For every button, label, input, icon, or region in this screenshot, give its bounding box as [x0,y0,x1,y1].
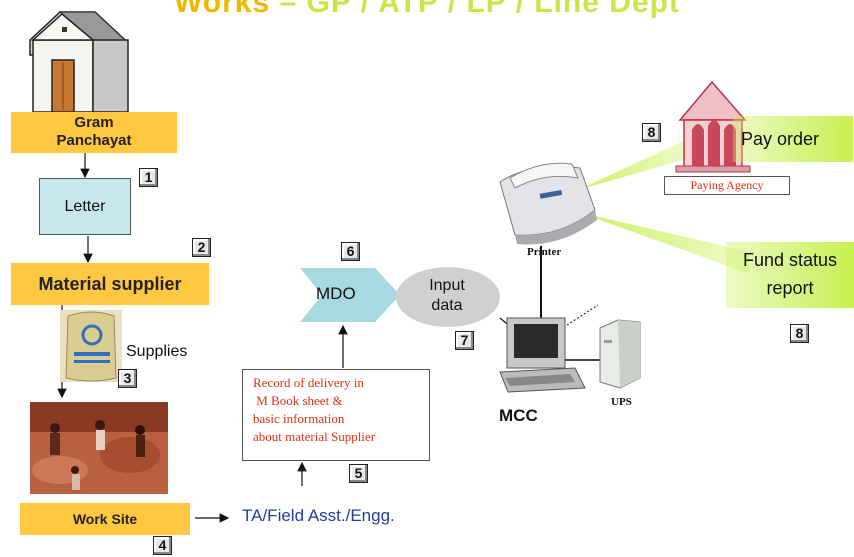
work-site-image [30,402,168,494]
ups-label: UPS [611,396,632,408]
printer-label: Printer [527,246,562,258]
house-icon [29,11,129,113]
step-badge-5: 5 [349,464,368,483]
record-box: Record of delivery in M Book sheet & bas… [242,369,430,461]
input-data-ellipse [396,267,500,327]
fund-status-box: Fund status report [726,242,854,308]
step-badge-8b: 8 [790,324,809,343]
paying-agency-label: Paying Agency [664,176,790,195]
mdo-label: MDO [316,284,356,303]
ups-icon [599,319,641,389]
supplies-bag-image [60,310,122,382]
gram-panchayat-box: Gram Panchayat [11,112,177,153]
ta-field-label: TA/Field Asst./Engg. [242,506,395,525]
step-badge-3: 3 [118,369,137,388]
step-badge-4: 4 [153,536,172,555]
step-badge-1: 1 [139,168,158,187]
work-site-box: Work Site [20,503,190,535]
input-data-label: Input data [429,277,465,314]
pay-order-box: Pay order [733,116,853,162]
supplies-label: Supplies [126,343,188,360]
letter-box: Letter [39,178,131,235]
diagram-title: Works – GP / ATP / LP / Line Dept [174,0,680,19]
paying-agency-icon [675,80,751,173]
step-badge-8a: 8 [642,123,661,142]
mdo-chevron [300,268,400,322]
step-badge-7: 7 [455,331,474,350]
mcc-label: MCC [499,406,538,425]
step-badge-2: 2 [192,238,211,257]
printer-icon [499,162,597,245]
material-supplier-box: Material supplier [11,263,209,305]
computer-icon [499,317,586,393]
step-badge-6: 6 [341,242,360,261]
